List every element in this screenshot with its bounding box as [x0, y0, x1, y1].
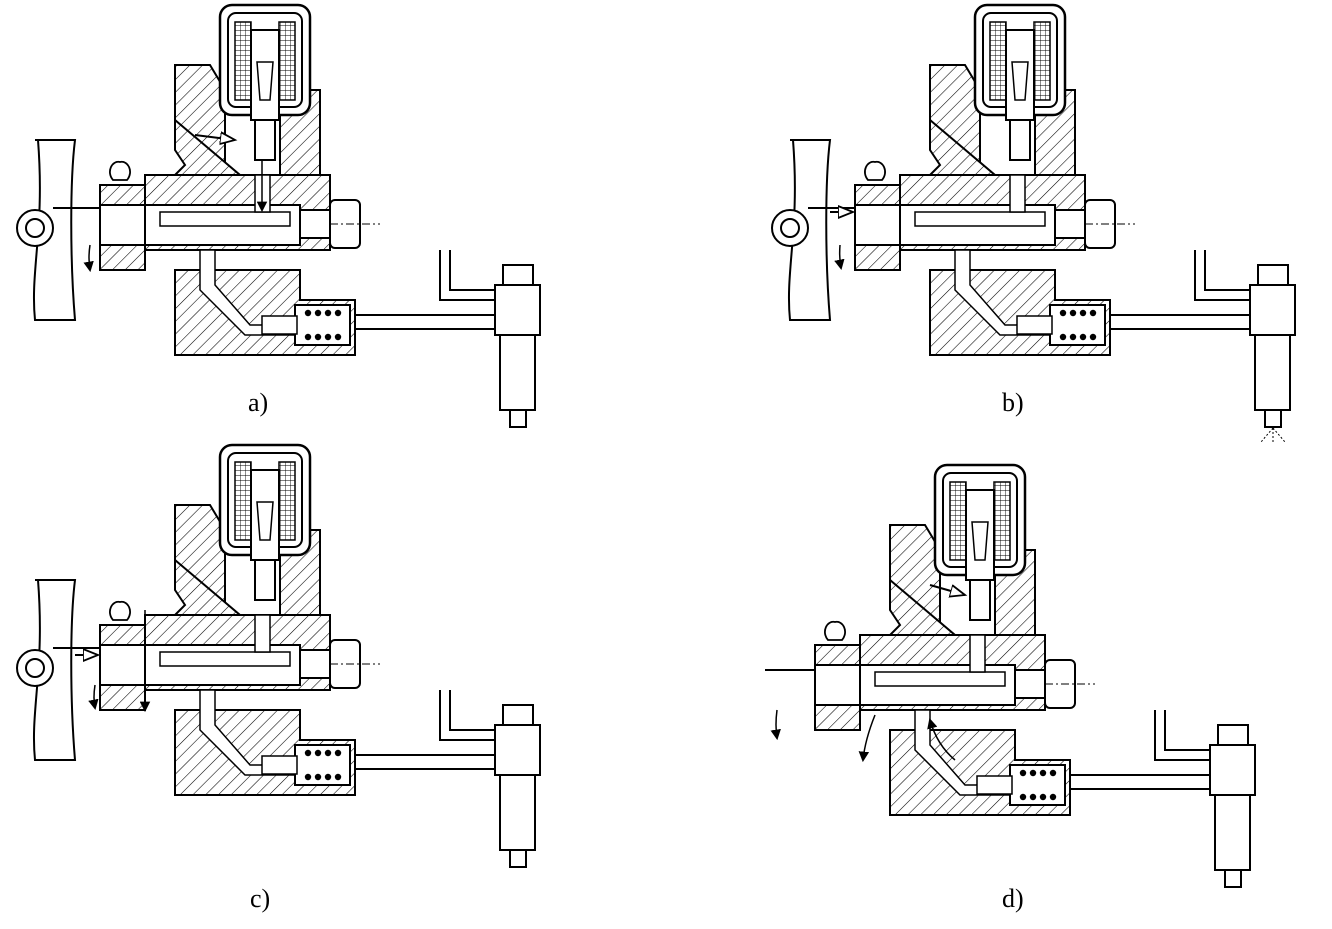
panel-b-illustration — [771, 3, 1297, 444]
caption-c: c) — [250, 884, 271, 913]
panel-a-illustration — [16, 3, 542, 429]
refill-arrow — [927, 717, 956, 761]
return-arrow — [88, 684, 99, 711]
panel-d-illustration — [765, 463, 1257, 889]
return-arrow — [834, 244, 845, 271]
caption-d: d) — [1002, 884, 1024, 913]
panel-c-illustration — [16, 443, 542, 869]
fuel-inflow-arrow — [194, 135, 235, 140]
fuel-inflow-arrow — [929, 585, 965, 595]
return-arrow — [83, 244, 94, 273]
caption-a: a) — [248, 388, 269, 417]
caption-b: b) — [1002, 388, 1024, 417]
spray-mark — [1260, 427, 1286, 444]
return-arrow — [770, 709, 781, 741]
drain-arrow — [858, 714, 876, 763]
